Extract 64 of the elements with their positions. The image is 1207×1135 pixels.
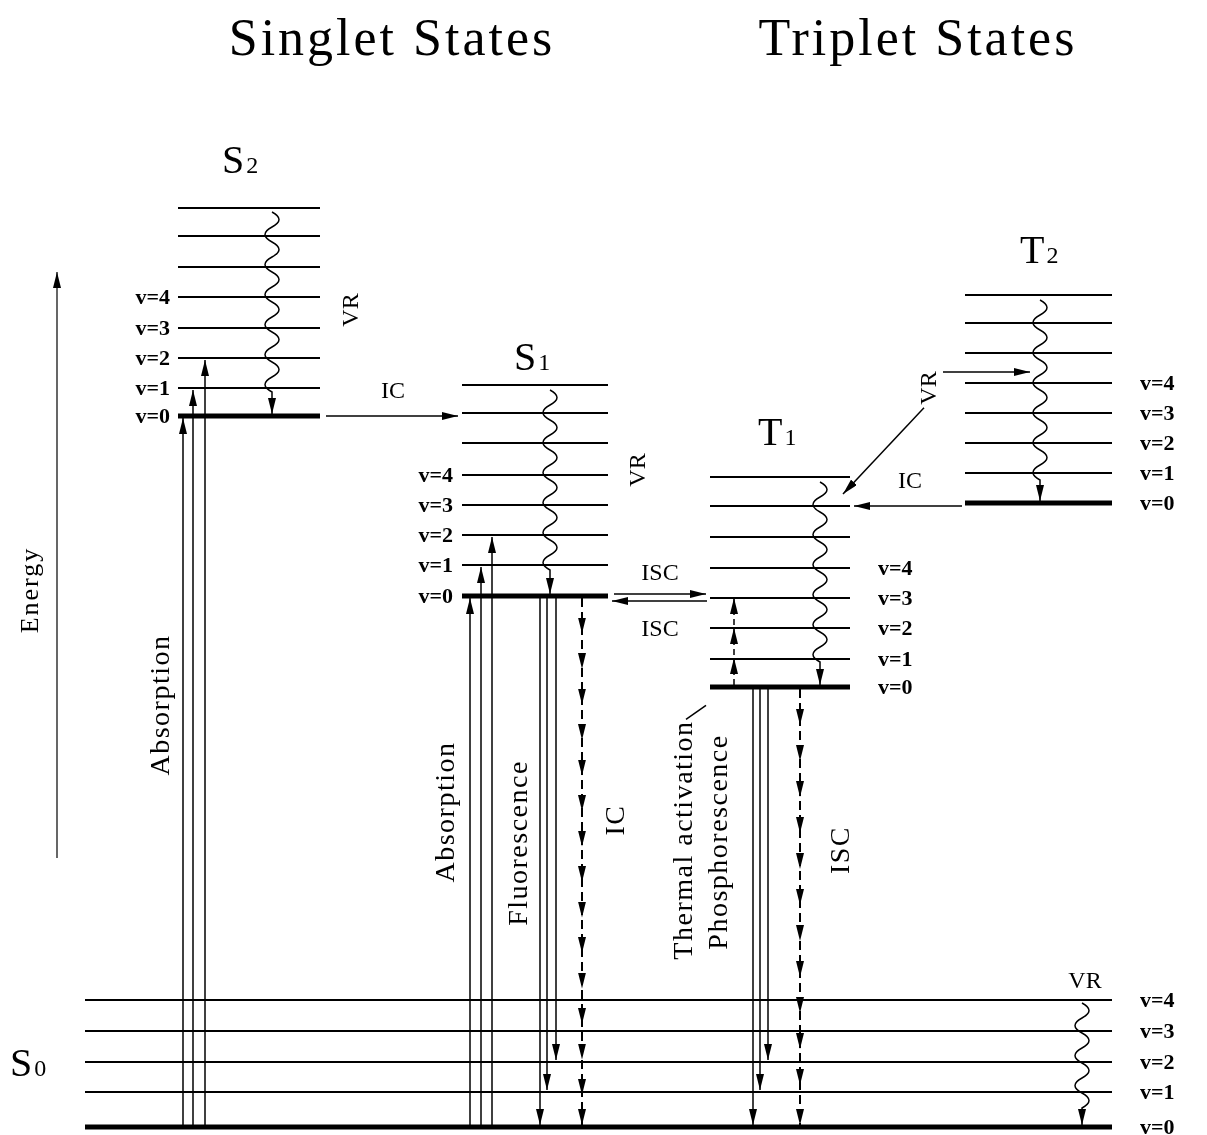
edge-label: Absorption — [146, 634, 174, 776]
vibrational-level-label: v=3 — [418, 494, 453, 516]
arrow — [764, 688, 772, 1061]
arrow — [189, 389, 197, 1126]
vibrational-level-label: v=0 — [878, 676, 913, 698]
vibrational-level-label: v=0 — [135, 405, 170, 427]
vibrational-level-label: v=4 — [1140, 372, 1175, 394]
vibrational-level-label: v=3 — [1140, 402, 1175, 424]
vibrational-level-label: v=1 — [135, 377, 170, 399]
vibrational-level-label: v=1 — [878, 648, 913, 670]
text-label: VR — [338, 293, 362, 327]
vibrational-level-label: v=3 — [878, 587, 913, 609]
vibrational-level-label: v=1 — [418, 554, 453, 576]
arrow — [201, 359, 209, 1126]
arrow — [179, 417, 187, 1126]
vibrational-level-label: v=1 — [1140, 462, 1175, 484]
arrow — [552, 597, 560, 1061]
arrow — [842, 406, 925, 495]
arrow — [611, 597, 708, 605]
arrow — [613, 590, 707, 598]
edge-label: Absorption — [431, 741, 459, 883]
arrow — [536, 597, 544, 1126]
vibrational-level-label: v=2 — [1140, 432, 1175, 454]
arrow — [488, 536, 496, 1126]
vibrational-level-label: v=2 — [135, 347, 170, 369]
edge-label: IC — [601, 804, 629, 836]
vibrational-level-label: v=4 — [878, 557, 913, 579]
vibrational-level-label: v=4 — [418, 464, 453, 486]
arrow — [796, 688, 804, 1126]
text-label: VR — [1068, 968, 1102, 992]
arrow — [477, 566, 485, 1126]
vibrational-level-label: v=0 — [1140, 1116, 1175, 1135]
vibrational-level-label: v=2 — [878, 617, 913, 639]
edge-label: IC — [381, 378, 405, 402]
vibrational-level-label: v=2 — [1140, 1051, 1175, 1073]
vibrational-level-label: v=3 — [1140, 1020, 1175, 1042]
text-label: Energy — [17, 546, 43, 634]
process-label: Thermal activation — [669, 720, 697, 960]
vibrational-level-label: v=0 — [1140, 492, 1175, 514]
arrow — [853, 502, 963, 510]
text-label: VR — [625, 453, 649, 487]
vibrational-level-label: v=2 — [418, 524, 453, 546]
edge-label: ISC — [641, 616, 679, 640]
heading: Singlet States — [228, 12, 556, 64]
vibrational-level-label: v=3 — [135, 317, 170, 339]
leader-line — [685, 704, 707, 721]
arrow — [749, 688, 757, 1126]
vibrational-level-label: v=4 — [1140, 989, 1175, 1011]
arrow — [578, 597, 586, 1126]
edge-label: ISC — [641, 560, 679, 584]
arrow — [543, 597, 551, 1091]
edge-label: ISC — [826, 825, 854, 875]
process-label: VR — [916, 371, 940, 405]
arrow — [756, 688, 764, 1091]
edge-label: IC — [898, 468, 922, 492]
arrow — [942, 368, 1031, 376]
arrow — [325, 412, 459, 420]
heading: Triplet States — [758, 12, 1078, 64]
edge-label: Phosphorescence — [704, 734, 732, 950]
arrow — [466, 597, 474, 1126]
vibrational-level-label: v=0 — [418, 585, 453, 607]
vibrational-level-label: v=1 — [1140, 1081, 1175, 1103]
edge-label: Fluorescence — [504, 760, 532, 926]
vibrational-level-label: v=4 — [135, 286, 170, 308]
